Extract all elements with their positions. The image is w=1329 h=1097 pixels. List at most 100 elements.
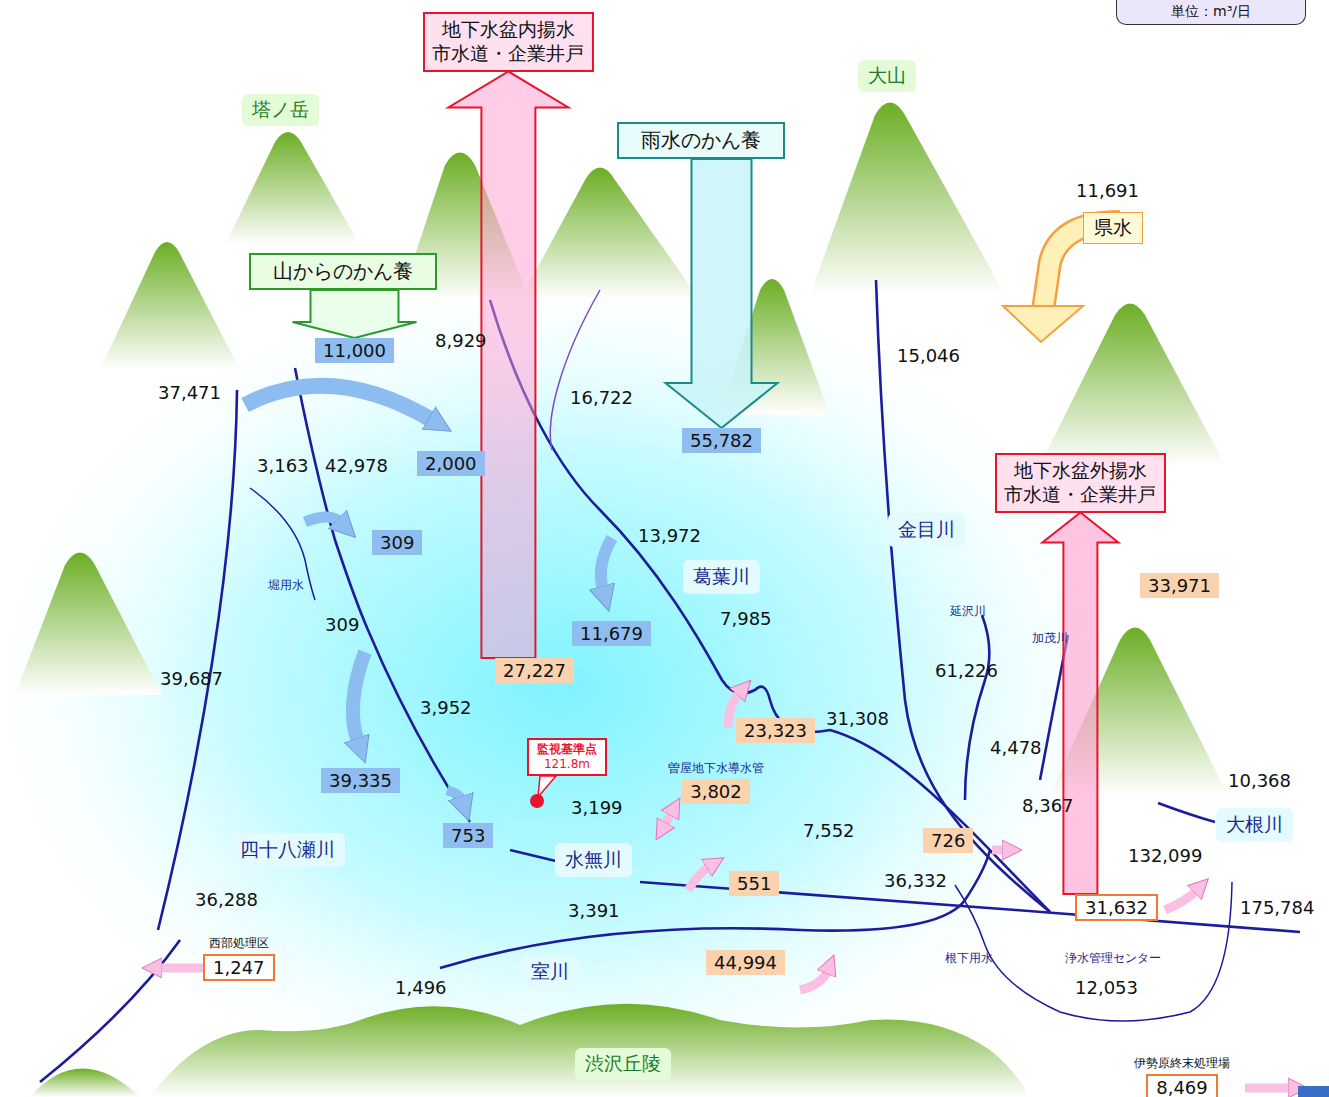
node-text: 地下水盆外揚水 市水道・企業井戸 (1003, 459, 1158, 507)
node-text: 27,227 (503, 660, 566, 681)
flow-number: 7,552 (803, 820, 855, 841)
node-text: 3,802 (682, 779, 750, 804)
flow-value: 39,335 (321, 768, 400, 793)
channel-name: 延沢川 (950, 603, 986, 620)
flow-arrow (1042, 513, 1118, 895)
node-text: 地下水盆内揚水 市水道・企業井戸 (431, 18, 586, 66)
river-name: 室川 (521, 955, 579, 989)
node-text: 55,782 (690, 430, 753, 451)
flow-number: 3,952 (420, 697, 472, 718)
node-text: 39,335 (329, 770, 392, 791)
flow-value: 11,679 (572, 621, 651, 646)
node-text: 8,469 (1146, 1074, 1218, 1097)
flow-number: 42,978 (325, 455, 388, 476)
node-text: 23,323 (744, 720, 807, 741)
node-text: 11,679 (580, 623, 643, 644)
pumping-box: 地下水盆内揚水 市水道・企業井戸 (423, 12, 594, 72)
flow-number: 39,687 (160, 668, 223, 689)
node-text: 11,000 (323, 340, 386, 361)
mountains (15, 103, 1228, 1097)
node-text: 室川 (531, 959, 569, 985)
node-text: 1,247 (203, 954, 275, 981)
rivers (40, 280, 1300, 1082)
flow-number: 132,099 (1128, 845, 1202, 866)
flow-number: 4,478 (990, 737, 1042, 758)
flow-number: 15,046 (897, 345, 960, 366)
flow-number: 12,053 (1075, 977, 1138, 998)
river-name: 大根川 (1216, 808, 1293, 842)
flow-value: 33,971 (1140, 573, 1219, 598)
node-heading: 伊勢原終末処理場 (1134, 1055, 1230, 1072)
pipe-value: 曽屋地下水導水管 3,802 (668, 760, 764, 804)
flow-arrow (448, 72, 568, 659)
channel-name: 加茂川 (1032, 630, 1068, 647)
flow-value: 44,994 (706, 950, 785, 975)
mountain-name: 塔ノ岳 (242, 94, 319, 126)
node-text: 33,971 (1148, 575, 1211, 596)
flow-number: 13,972 (638, 525, 701, 546)
node-text: 121.8m (537, 757, 597, 772)
node-text: 山からのかん養 (273, 258, 413, 285)
node-text: 大根川 (1226, 812, 1283, 838)
flow-number: 36,332 (884, 870, 947, 891)
node-heading: 監視基準点 (537, 742, 597, 757)
flow-number: 175,784 (1240, 897, 1314, 918)
discharge-arrows (158, 692, 1292, 1088)
node-heading: 曽屋地下水導水管 (668, 760, 764, 777)
flow-number: 3,391 (568, 900, 620, 921)
channel-name: 根下用水 (945, 950, 993, 967)
channel-name: 堀用水 (268, 577, 304, 594)
mountain-name: 大山 (858, 60, 916, 92)
flow-number: 36,288 (195, 889, 258, 910)
flow-number: 1,496 (395, 977, 447, 998)
node-text: 四十八瀬川 (240, 837, 335, 863)
corner-mark (1298, 1086, 1329, 1097)
river-name: 金目川 (888, 513, 965, 547)
unit-box: 単位：m³/日 (1116, 0, 1306, 25)
hill-name: 渋沢丘陵 (575, 1048, 671, 1080)
node-text: 水無川 (565, 847, 622, 873)
flow-value: 309 (372, 530, 422, 555)
recharge-box: 雨水のかん養 (617, 122, 785, 159)
river-name: 葛葉川 (683, 560, 760, 594)
supply-box: 県水 (1083, 212, 1143, 244)
node-text: 単位：m³/日 (1171, 3, 1251, 21)
node-text: 31,632 (1085, 897, 1148, 918)
monitoring-point (530, 776, 556, 808)
node-text: 44,994 (714, 952, 777, 973)
flow-number: 10,368 (1228, 770, 1291, 791)
flow-number: 7,985 (720, 608, 772, 629)
plant-value: 伊勢原終末処理場 8,469 (1134, 1055, 1230, 1097)
flow-value: 31,632 (1075, 894, 1158, 921)
flow-arrows (245, 386, 612, 800)
flow-number: 8,929 (435, 330, 487, 351)
flow-value: 55,782 (682, 428, 761, 453)
river-name: 水無川 (555, 843, 632, 877)
flow-number: 16,722 (570, 387, 633, 408)
node-heading: 西部処理区 (209, 935, 269, 952)
node-text: 葛葉川 (693, 564, 750, 590)
flow-value: 11,000 (315, 338, 394, 363)
node-text: 726 (931, 830, 965, 851)
node-text: 塔ノ岳 (252, 97, 309, 123)
plant-value: 西部処理区 1,247 (203, 935, 275, 981)
node-text: 753 (451, 825, 485, 846)
recharge-box: 山からのかん養 (249, 253, 437, 290)
node-text: 551 (737, 873, 771, 894)
flow-value: 2,000 (417, 451, 485, 476)
flow-number: 11,691 (1076, 180, 1139, 201)
node-text: 金目川 (898, 517, 955, 543)
node-text: 大山 (868, 63, 906, 89)
node-text: 県水 (1094, 215, 1132, 241)
flow-number: 3,163 (257, 455, 309, 476)
flow-number: 309 (325, 614, 359, 635)
pumping-box: 地下水盆外揚水 市水道・企業井戸 (995, 453, 1166, 513)
flow-number: 31,308 (826, 708, 889, 729)
river-name: 四十八瀬川 (230, 833, 345, 867)
flow-number: 8,367 (1022, 795, 1074, 816)
flow-value: 23,323 (736, 718, 815, 743)
flow-number: 37,471 (158, 382, 221, 403)
flow-value: 753 (443, 823, 493, 848)
flow-number: 3,199 (571, 797, 623, 818)
